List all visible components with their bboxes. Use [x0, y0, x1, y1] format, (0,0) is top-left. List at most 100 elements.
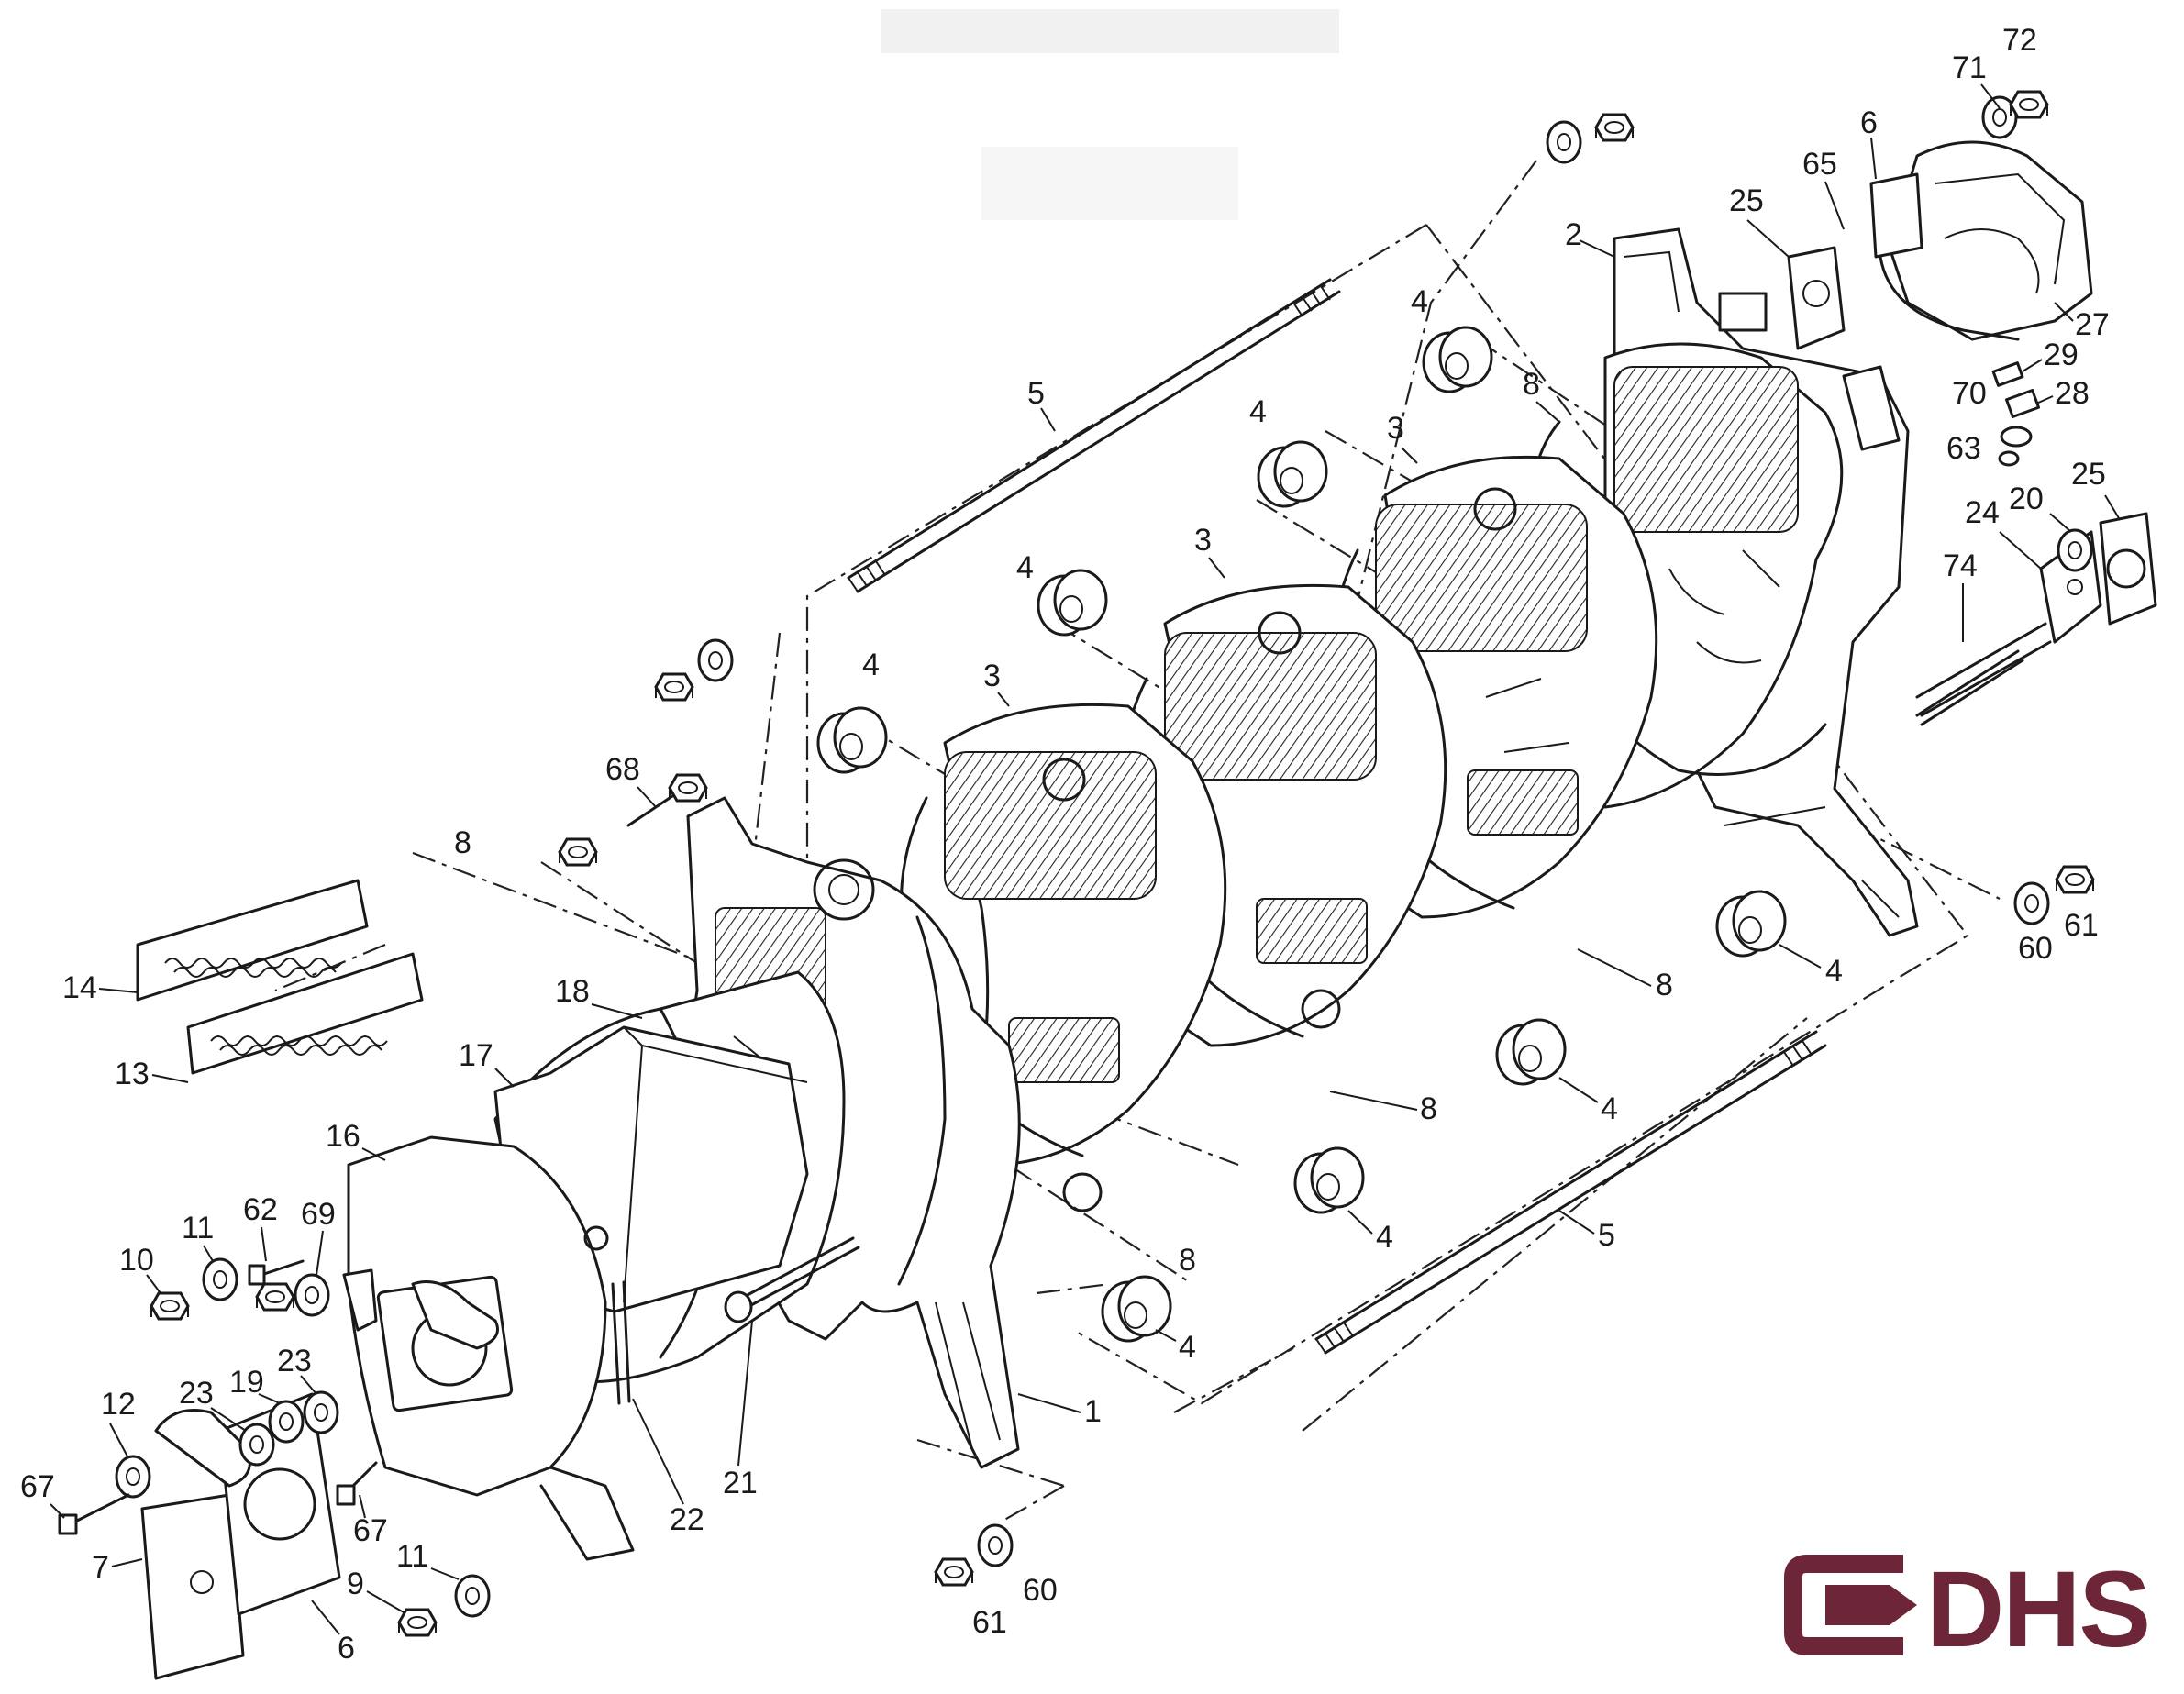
plate-25-upper — [1718, 246, 1846, 350]
callout-72: 72 — [2002, 23, 2037, 58]
nut-61 — [2055, 865, 2095, 894]
section-plate-3 — [1119, 583, 1447, 1047]
rear-valve-block-27 — [1879, 140, 2093, 341]
callout-65: 65 — [1802, 147, 1837, 182]
nut-69 — [255, 1282, 295, 1312]
stud-74 — [1915, 649, 2024, 726]
nut-top — [1594, 113, 1635, 142]
section-plate-4 — [1330, 455, 1658, 919]
dhs-logo-text: DHS — [1926, 1549, 2149, 1670]
callout-74: 74 — [1943, 548, 1978, 583]
bracket-69 — [342, 1268, 378, 1332]
washer-left — [697, 638, 734, 682]
small-parts-cluster — [1991, 361, 2041, 467]
callout-6: 6 — [338, 1631, 355, 1666]
callout-4: 4 — [1016, 550, 1034, 585]
callout-23: 23 — [179, 1376, 214, 1411]
bushing-4 — [1293, 1146, 1365, 1214]
callout-1: 1 — [1084, 1394, 1102, 1429]
stud-21 — [724, 1236, 860, 1323]
callout-68: 68 — [605, 752, 640, 787]
washer-23 — [303, 1390, 339, 1434]
nut-68 — [668, 773, 708, 803]
callout-21: 21 — [723, 1466, 758, 1500]
washer-60 — [2013, 881, 2050, 925]
callout-18: 18 — [555, 974, 590, 1009]
nut-8 — [558, 837, 598, 867]
dhs-logo-arrow — [1825, 1585, 1917, 1625]
callout-8: 8 — [1420, 1091, 1437, 1126]
mount-flange-25 — [2099, 512, 2157, 626]
scan-artifact — [981, 147, 1238, 220]
callout-12: 12 — [101, 1387, 136, 1422]
callout-5: 5 — [1598, 1218, 1615, 1253]
washer-20 — [2057, 528, 2093, 572]
callout-24: 24 — [1965, 495, 2000, 530]
bushing-4 — [816, 706, 888, 774]
callout-labels: 72 71 6 65 25 2 27 29 70 28 63 20 25 24 … — [20, 23, 2120, 1666]
bushing-4 — [1715, 890, 1787, 958]
callout-62: 62 — [243, 1192, 278, 1227]
callout-8: 8 — [1523, 367, 1540, 402]
callout-8: 8 — [454, 825, 471, 860]
scan-artifact — [881, 9, 1339, 53]
callout-71: 71 — [1952, 50, 1987, 85]
rear-flange-upper — [1842, 365, 1901, 451]
callout-16: 16 — [326, 1119, 360, 1154]
nut-9 — [397, 1608, 438, 1637]
shaft-rear — [1915, 622, 2052, 717]
nut-10 — [150, 1291, 190, 1321]
callout-2: 2 — [1565, 217, 1582, 252]
flange-plate-upper — [411, 1280, 499, 1350]
tie-rod-upper — [847, 278, 1341, 593]
callout-14: 14 — [62, 970, 97, 1005]
callout-28: 28 — [2055, 376, 2090, 411]
callout-60: 60 — [1023, 1573, 1058, 1608]
callout-61: 61 — [972, 1605, 1007, 1640]
callout-6: 6 — [1860, 105, 1878, 140]
callout-25: 25 — [2071, 457, 2106, 492]
tie-rod-lower — [1314, 1030, 1827, 1355]
callout-22: 22 — [670, 1502, 704, 1537]
callout-10: 10 — [119, 1243, 154, 1278]
callout-4: 4 — [1411, 284, 1428, 319]
callout-4: 4 — [862, 648, 880, 682]
callout-13: 13 — [115, 1057, 150, 1091]
washer-top — [1546, 120, 1582, 164]
bushing-4 — [1422, 326, 1493, 393]
callout-61: 61 — [2064, 908, 2099, 943]
callout-23: 23 — [277, 1344, 312, 1378]
callout-3: 3 — [1194, 523, 1212, 558]
bushing-4 — [1037, 569, 1108, 637]
callout-11: 11 — [396, 1539, 428, 1574]
plate-65 — [1869, 172, 1923, 259]
washer-19 — [268, 1400, 305, 1444]
callout-4: 4 — [1376, 1220, 1393, 1255]
washer-69 — [294, 1273, 330, 1317]
callout-3: 3 — [983, 659, 1001, 693]
callout-25: 25 — [1729, 183, 1764, 218]
washer-11 — [202, 1257, 238, 1301]
dhs-logo-mark — [1784, 1555, 1903, 1655]
callout-7: 7 — [92, 1550, 109, 1585]
callout-4: 4 — [1601, 1091, 1618, 1126]
callout-3: 3 — [1387, 411, 1404, 446]
callout-5: 5 — [1027, 376, 1045, 411]
callout-4: 4 — [1825, 954, 1843, 989]
callout-60: 60 — [2018, 931, 2053, 966]
callout-69: 69 — [301, 1197, 336, 1232]
callout-27: 27 — [2075, 307, 2110, 342]
callout-11: 11 — [182, 1211, 214, 1246]
cover-plate-7 — [140, 1493, 245, 1680]
bolt-62 — [248, 1259, 305, 1286]
bushing-4 — [1257, 440, 1328, 508]
callout-17: 17 — [459, 1038, 493, 1073]
bolt-67 — [58, 1493, 130, 1535]
bushing-4 — [1101, 1275, 1172, 1343]
callout-4: 4 — [1249, 394, 1267, 429]
nut-72 — [2009, 90, 2049, 119]
callout-8: 8 — [1179, 1243, 1196, 1278]
callout-29: 29 — [2044, 338, 2079, 372]
bolt-67 — [336, 1461, 378, 1506]
callout-19: 19 — [229, 1365, 264, 1400]
